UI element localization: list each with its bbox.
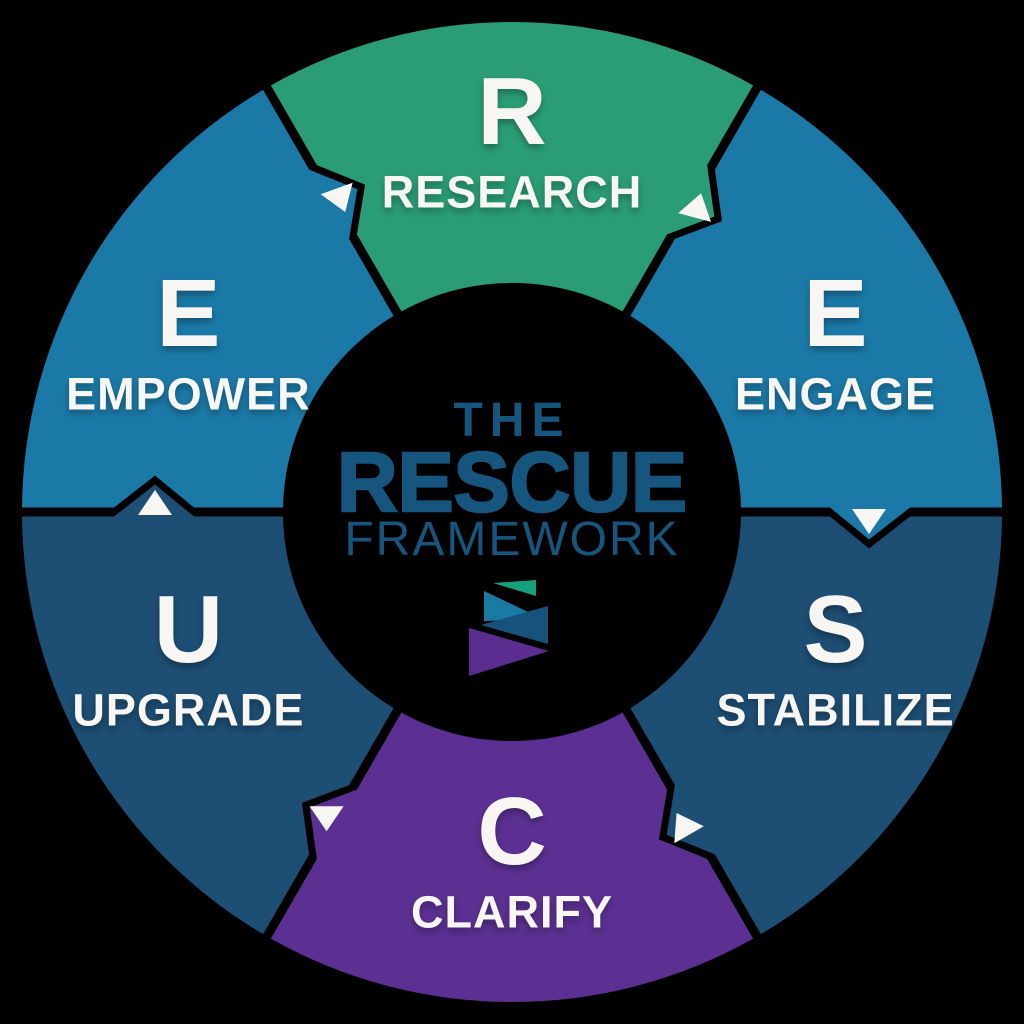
segment-upgrade-letter: U (153, 575, 224, 683)
segment-upgrade-label: UPGRADE (72, 684, 305, 736)
segment-empower (22, 89, 394, 508)
segment-upgrade (22, 484, 394, 935)
segment-clarify-letter: C (477, 778, 547, 885)
segment-engage-label: ENGAGE (735, 368, 937, 420)
segment-stabilize (630, 516, 1002, 935)
segment-empower-letter: E (156, 260, 221, 368)
segment-clarify-label: CLARIFY (411, 886, 613, 938)
segment-stabilize-label: STABILIZE (716, 684, 955, 736)
center-title-rescue: RESCUE (336, 435, 689, 529)
segment-engage (630, 89, 1002, 540)
segment-clarify (270, 712, 754, 1003)
flow-arrow-icon (320, 182, 353, 212)
flow-arrow-icon (138, 490, 172, 515)
center-title-framework: FRAMEWORK (344, 513, 680, 566)
segment-empower-label: EMPOWER (66, 368, 311, 420)
segment-research-label: RESEARCH (381, 166, 643, 218)
flow-arrow-icon (678, 193, 711, 222)
flow-arrow-icon (309, 806, 344, 832)
segment-research (270, 21, 754, 312)
flow-arrow-icon (674, 813, 704, 844)
logo-triangle-navy-sail (481, 606, 548, 644)
segment-stabilize-letter: S (803, 575, 868, 683)
center-title-the: THE (453, 394, 571, 447)
logo-triangle-purple-sail (469, 628, 549, 676)
flow-arrow-icon (852, 509, 886, 534)
logo-triangle-green-sail (493, 580, 536, 596)
segment-engage-letter: E (803, 260, 868, 368)
segment-research-letter: R (477, 58, 547, 165)
